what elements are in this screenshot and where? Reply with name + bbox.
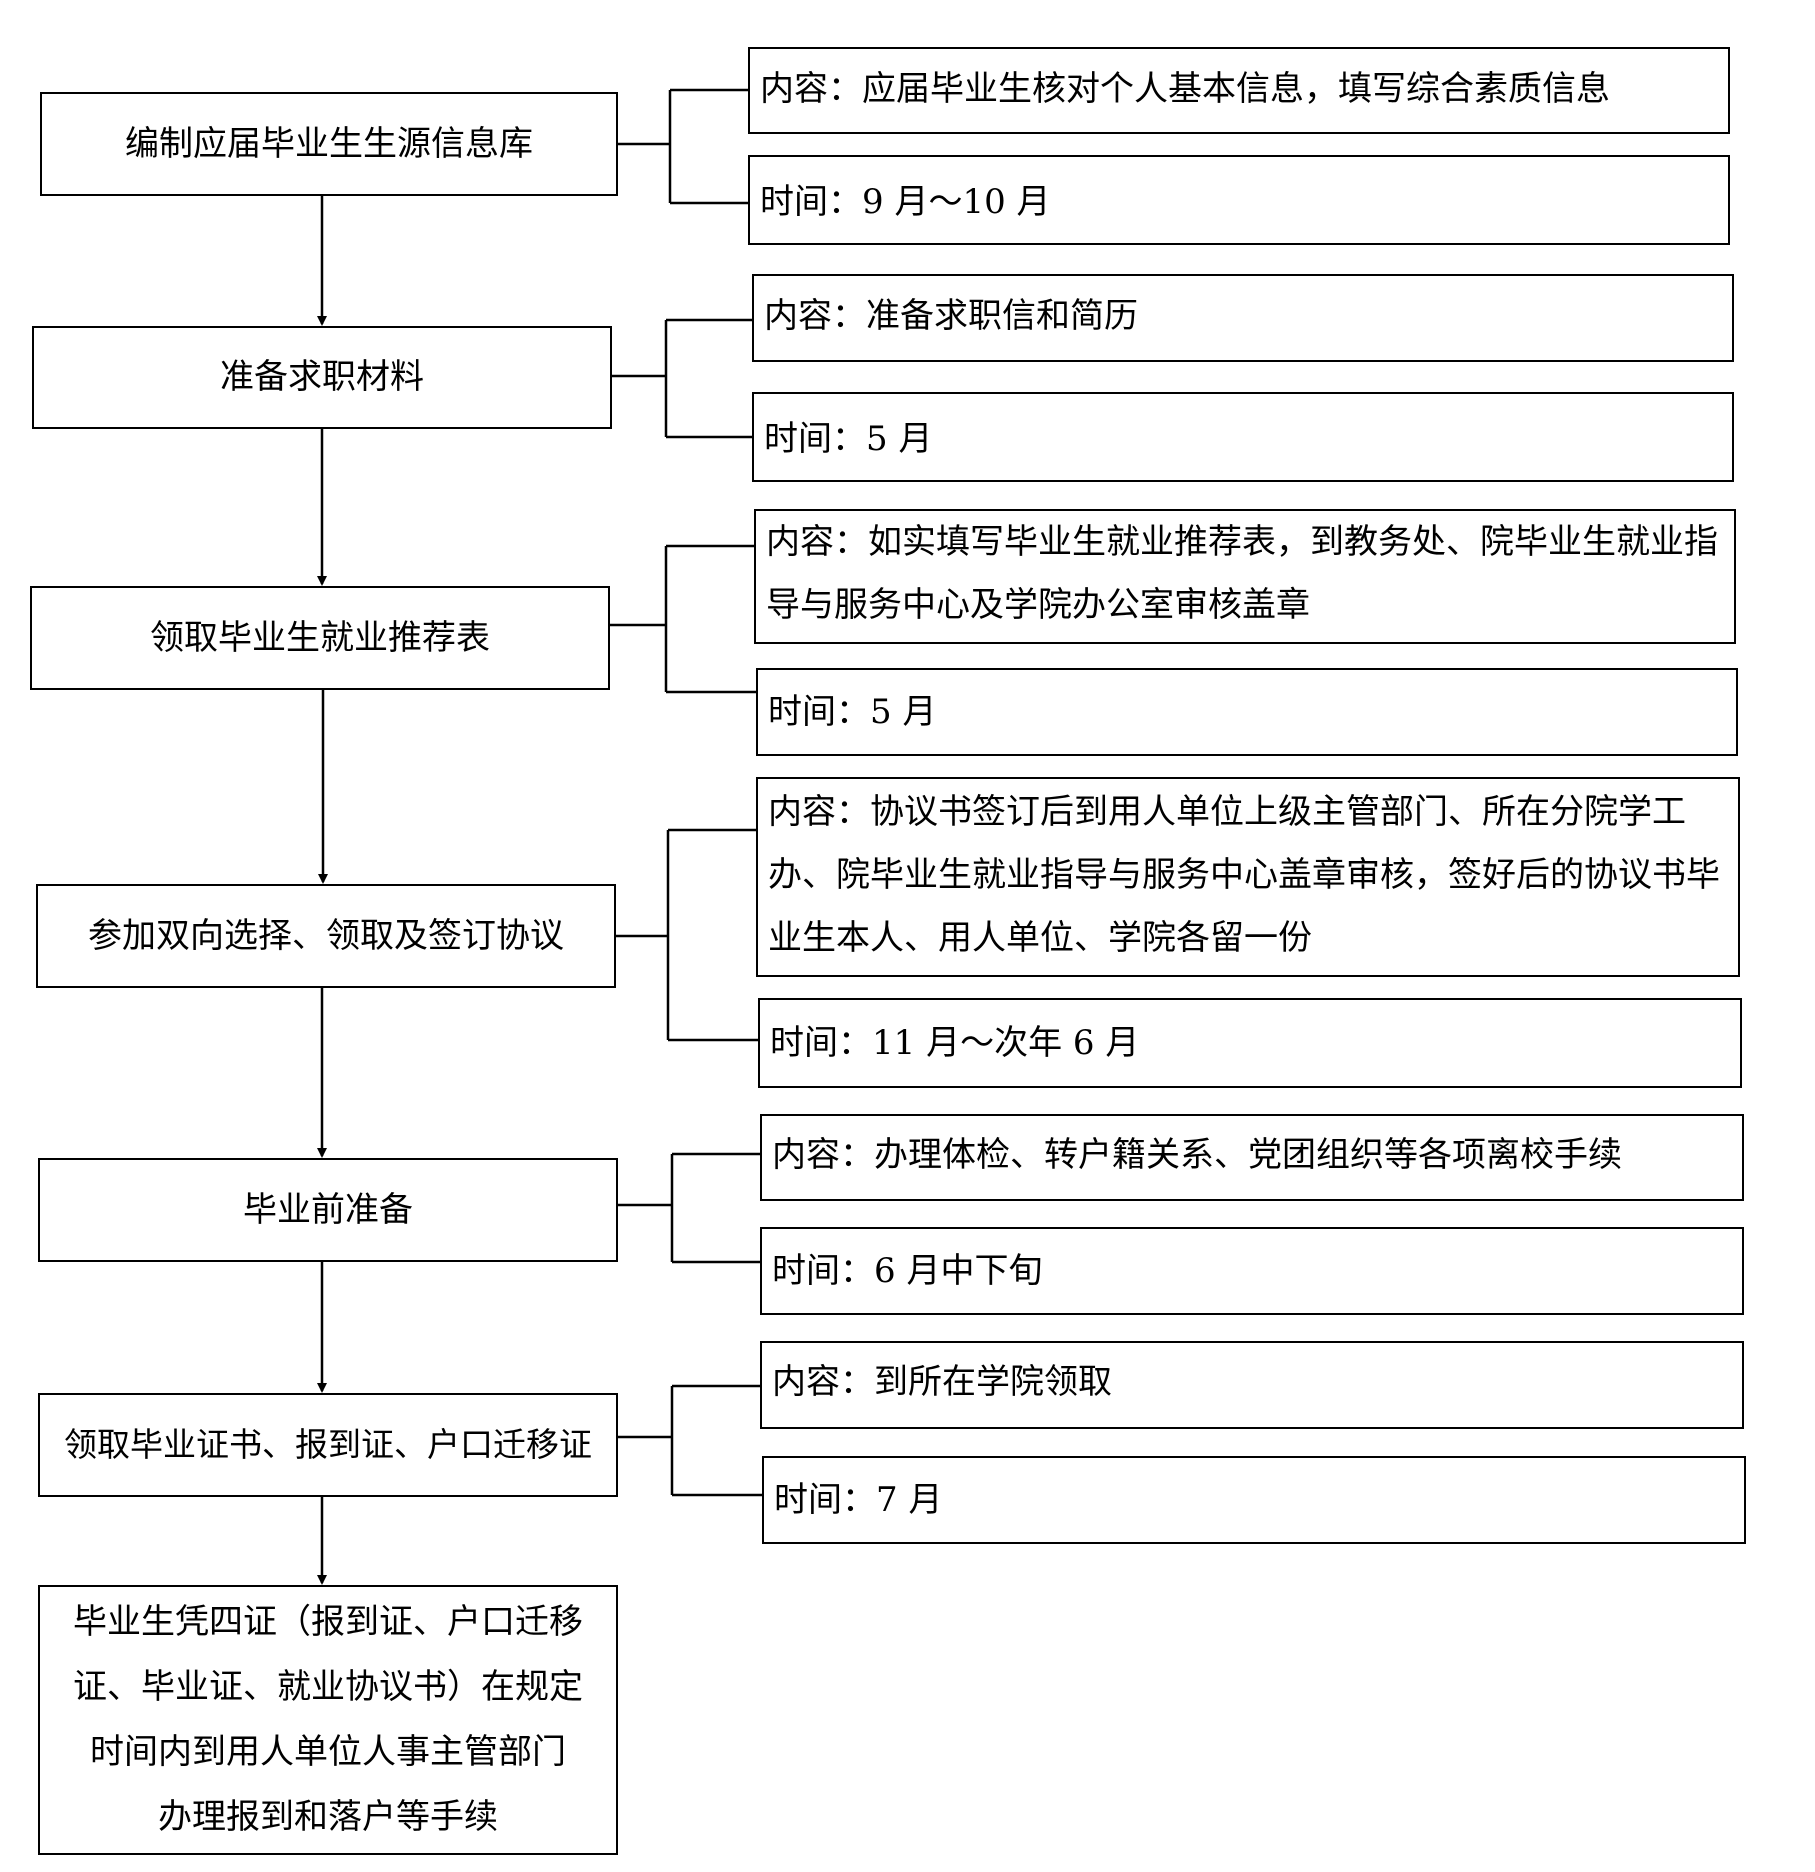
content-text-2: 内容：准备求职信和简历	[764, 296, 1138, 336]
step-label-5: 毕业前准备	[243, 1189, 413, 1230]
step-label-2: 准备求职材料	[220, 357, 424, 398]
time-box-4: 时间：11 月～次年 6 月	[758, 998, 1742, 1088]
time-text-2: 时间：5 月	[764, 419, 933, 459]
step-label-3: 领取毕业生就业推荐表	[150, 617, 490, 658]
time-box-3: 时间：5 月	[756, 668, 1738, 756]
content-box-2: 内容：准备求职信和简历	[752, 274, 1734, 362]
content-text-4: 内容：协议书签订后到用人单位上级主管部门、所在分院学工办、院毕业生就业指导与服务…	[768, 792, 1720, 958]
step-label-4: 参加双向选择、领取及签订协议	[88, 915, 564, 956]
content-box-4: 内容：协议书签订后到用人单位上级主管部门、所在分院学工办、院毕业生就业指导与服务…	[756, 777, 1740, 977]
step-label-6: 领取毕业证书、报到证、户口迁移证	[64, 1424, 592, 1464]
content-text-1: 内容：应届毕业生核对个人基本信息，填写综合素质信息	[760, 69, 1610, 109]
final-line-1: 毕业生凭四证（报到证、户口迁移	[73, 1602, 583, 1642]
content-box-3: 内容：如实填写毕业生就业推荐表，到教务处、院毕业生就业指导与服务中心及学院办公室…	[754, 509, 1736, 644]
time-text-6: 时间：7 月	[774, 1480, 943, 1520]
final-line-4: 办理报到和落户等手续	[158, 1797, 498, 1837]
time-box-1: 时间：9 月～10 月	[748, 155, 1730, 245]
final-step-text: 毕业生凭四证（报到证、户口迁移 证、毕业证、就业协议书）在规定 时间内到用人单位…	[73, 1590, 583, 1850]
step-box-3: 领取毕业生就业推荐表	[30, 586, 610, 690]
step-label-1: 编制应届毕业生生源信息库	[125, 123, 533, 164]
step-box-1: 编制应届毕业生生源信息库	[40, 92, 618, 196]
time-text-1: 时间：9 月～10 月	[760, 182, 1051, 222]
step-box-2: 准备求职材料	[32, 326, 612, 429]
content-text-5: 内容：办理体检、转户籍关系、党团组织等各项离校手续	[772, 1135, 1622, 1175]
content-box-1: 内容：应届毕业生核对个人基本信息，填写综合素质信息	[748, 47, 1730, 134]
step-box-4: 参加双向选择、领取及签订协议	[36, 884, 616, 988]
time-box-5: 时间：6 月中下旬	[760, 1227, 1744, 1315]
time-text-4: 时间：11 月～次年 6 月	[770, 1023, 1140, 1063]
step-box-5: 毕业前准备	[38, 1158, 618, 1262]
time-text-5: 时间：6 月中下旬	[772, 1251, 1043, 1291]
time-text-3: 时间：5 月	[768, 692, 937, 732]
time-box-6: 时间：7 月	[762, 1456, 1746, 1544]
final-line-2: 证、毕业证、就业协议书）在规定	[73, 1667, 583, 1707]
step-box-6: 领取毕业证书、报到证、户口迁移证	[38, 1393, 618, 1497]
time-box-2: 时间：5 月	[752, 392, 1734, 482]
content-text-3: 内容：如实填写毕业生就业推荐表，到教务处、院毕业生就业指导与服务中心及学院办公室…	[766, 522, 1718, 625]
content-box-5: 内容：办理体检、转户籍关系、党团组织等各项离校手续	[760, 1114, 1744, 1201]
content-box-6: 内容：到所在学院领取	[760, 1341, 1744, 1429]
final-line-3: 时间内到用人单位人事主管部门	[90, 1732, 566, 1772]
final-step-box: 毕业生凭四证（报到证、户口迁移 证、毕业证、就业协议书）在规定 时间内到用人单位…	[38, 1585, 618, 1855]
content-text-6: 内容：到所在学院领取	[772, 1362, 1112, 1402]
